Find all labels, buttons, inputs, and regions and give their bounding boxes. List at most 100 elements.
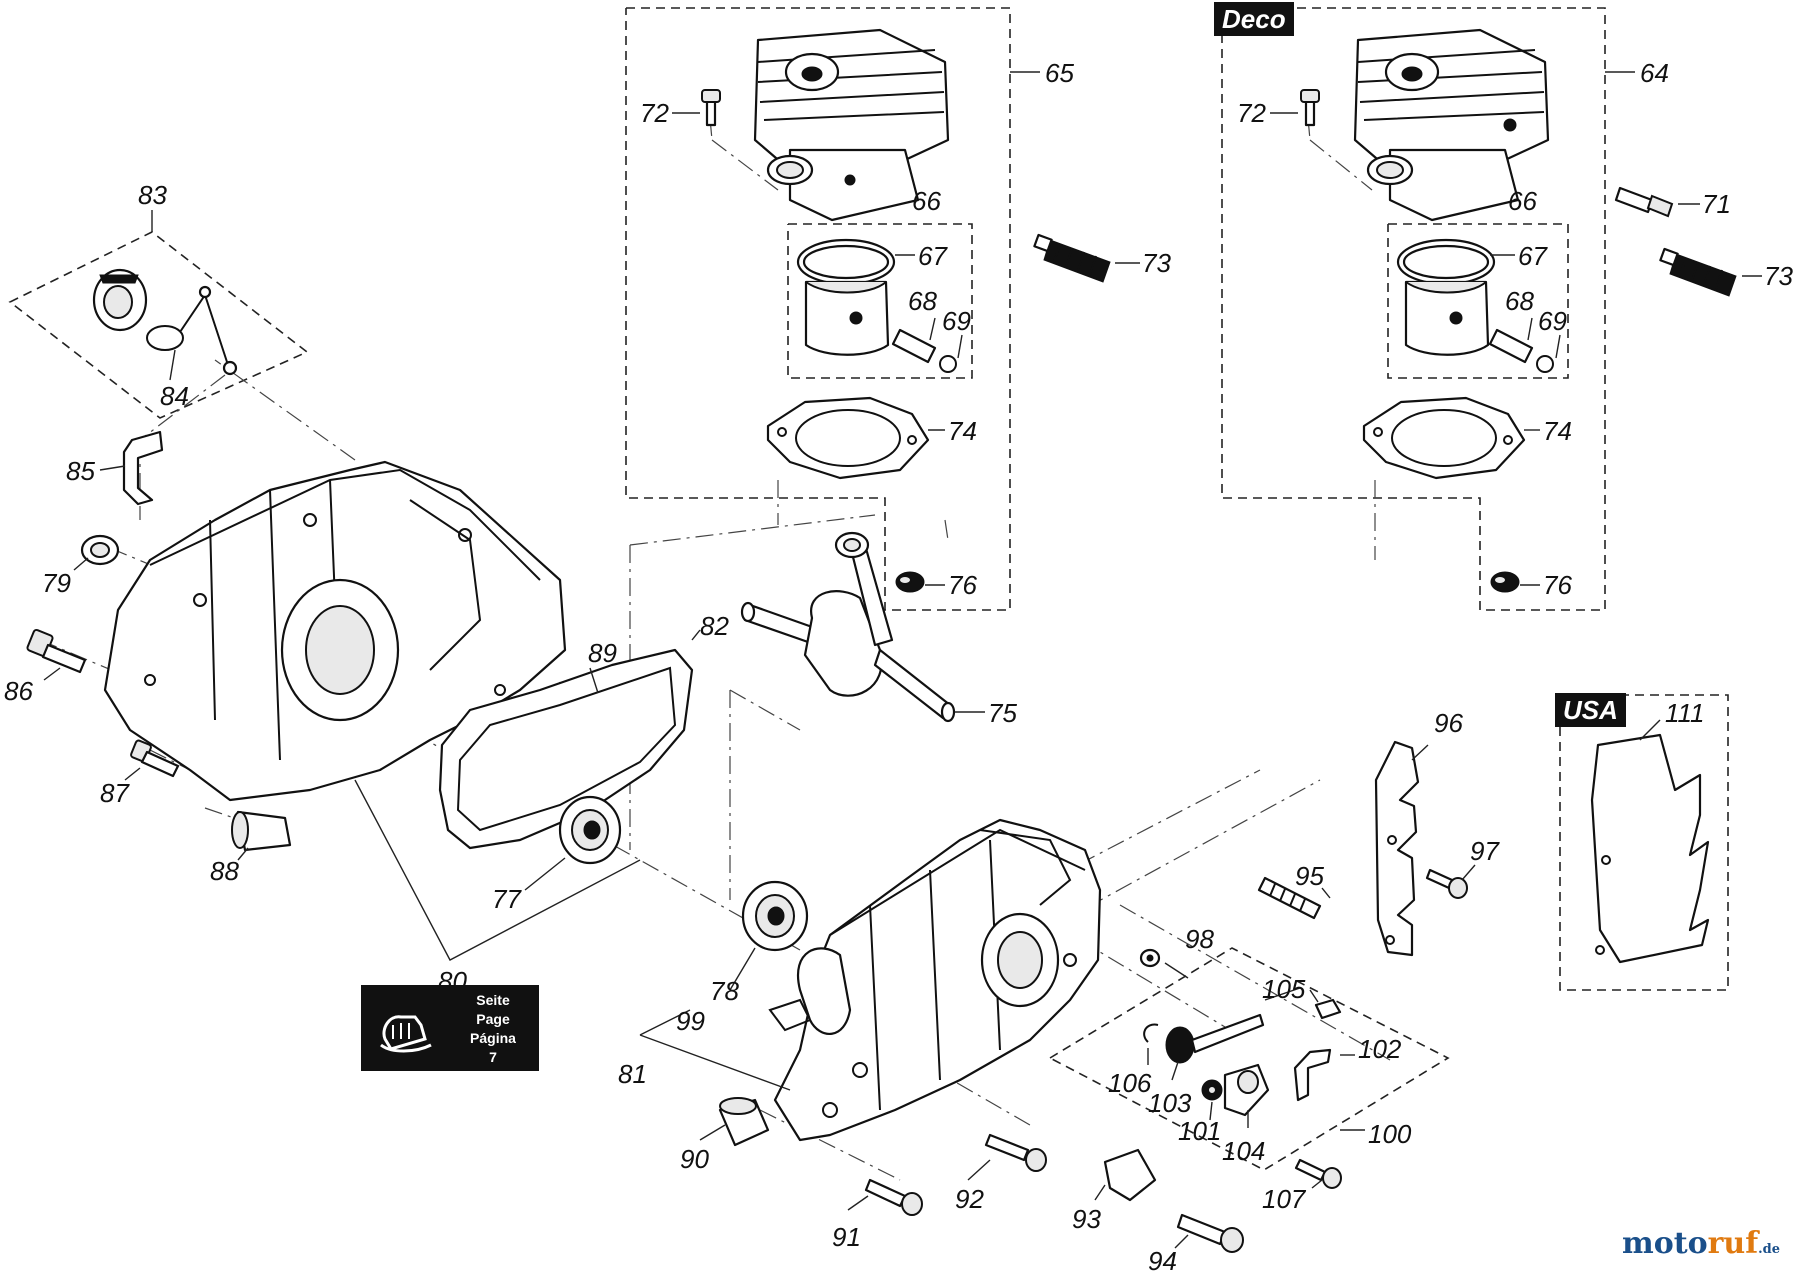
label-65: 65 <box>1045 58 1074 88</box>
piston-67a <box>796 238 896 356</box>
label-107: 107 <box>1262 1184 1307 1214</box>
label-77: 77 <box>492 884 522 914</box>
crankcase-80 <box>103 460 567 802</box>
label-76: 76 <box>1543 570 1572 600</box>
label-97: 97 <box>1470 836 1500 866</box>
bearing-77 <box>558 795 622 865</box>
clip-85 <box>122 430 164 506</box>
leader-lines <box>43 71 1762 1249</box>
part-labels: 65 64 72 72 66 66 67 67 68 68 69 69 71 7… <box>4 58 1793 1275</box>
bolt-87 <box>130 739 180 778</box>
buffer-90 <box>718 1097 770 1147</box>
label-72: 72 <box>640 98 669 128</box>
circlip-69b <box>1536 355 1554 373</box>
label-81: 81 <box>618 1059 647 1089</box>
label-74: 74 <box>1543 416 1572 446</box>
gasket-82 <box>438 648 694 850</box>
screw-91 <box>864 1178 923 1216</box>
label-91: 91 <box>832 1222 861 1252</box>
piston-67b <box>1396 238 1496 356</box>
screw-97 <box>1425 868 1468 899</box>
label-66: 66 <box>912 186 941 216</box>
label-106: 106 <box>1108 1068 1152 1098</box>
label-84: 84 <box>160 381 189 411</box>
ref-line-number: 7 <box>489 1049 497 1065</box>
stud-95 <box>1257 876 1322 920</box>
label-105: 105 <box>1262 974 1306 1004</box>
valve-73a <box>1033 233 1111 283</box>
ref-line-page: Page <box>476 1011 510 1027</box>
manual-page-icon <box>380 1015 432 1053</box>
oil-ring-84 <box>146 285 238 376</box>
label-92: 92 <box>955 1184 984 1214</box>
label-86: 86 <box>4 676 33 706</box>
box-piston-66a <box>787 223 973 379</box>
screw-92 <box>984 1133 1047 1172</box>
label-89: 89 <box>588 638 617 668</box>
screw-72b <box>1300 89 1320 127</box>
label-78: 78 <box>710 976 739 1006</box>
label-73: 73 <box>1764 261 1793 291</box>
label-99: 99 <box>676 1006 705 1036</box>
label-94: 94 <box>1148 1246 1177 1275</box>
spike-96 <box>1374 740 1420 957</box>
box-oilpump-100 <box>1048 947 1450 1171</box>
page-reference-text: Seite Page Página 7 <box>453 991 533 1067</box>
cap-88 <box>231 810 292 852</box>
label-93: 93 <box>1072 1204 1101 1234</box>
label-79: 79 <box>42 568 71 598</box>
label-101: 101 <box>1178 1116 1221 1146</box>
label-102: 102 <box>1358 1034 1402 1064</box>
cover-93 <box>1103 1148 1157 1202</box>
spring-105 <box>1314 998 1342 1020</box>
crankshaft-75 <box>740 531 956 723</box>
usa-tag: USA <box>1555 693 1626 727</box>
box-oilcap-83 <box>8 231 309 419</box>
screw-94 <box>1176 1213 1244 1253</box>
label-73: 73 <box>1142 248 1171 278</box>
ref-line-pagina: Página <box>470 1030 516 1046</box>
plug-71 <box>1614 186 1674 218</box>
label-72: 72 <box>1237 98 1266 128</box>
gear-103 <box>1165 1013 1265 1064</box>
label-95: 95 <box>1295 861 1324 891</box>
pump-104 <box>1223 1063 1270 1117</box>
label-64: 64 <box>1640 58 1669 88</box>
cylinder-64 <box>1353 28 1550 222</box>
bearing-78 <box>741 880 809 952</box>
worm-101 <box>1201 1079 1223 1101</box>
watermark-part2: ruf <box>1707 1226 1759 1261</box>
bolt-86 <box>26 628 87 674</box>
lever-102 <box>1293 1048 1332 1102</box>
cylinder-65 <box>753 28 950 222</box>
label-83: 83 <box>138 180 167 210</box>
label-90: 90 <box>680 1144 709 1174</box>
page-reference-box[interactable]: Seite Page Página 7 <box>361 985 539 1071</box>
label-98: 98 <box>1185 924 1214 954</box>
box-piston-66b <box>1387 223 1569 379</box>
piston-pin-68a <box>891 328 937 364</box>
label-85: 85 <box>66 456 95 486</box>
label-67: 67 <box>918 241 948 271</box>
crankcase-99 <box>768 818 1102 1142</box>
seal-79 <box>80 534 120 566</box>
label-68: 68 <box>908 286 937 316</box>
label-74: 74 <box>948 416 977 446</box>
watermark-part1: moto <box>1621 1226 1708 1261</box>
label-88: 88 <box>210 856 239 886</box>
label-69: 69 <box>1538 306 1567 336</box>
circlip-69a <box>939 355 957 373</box>
ref-line-seite: Seite <box>476 992 510 1008</box>
label-75: 75 <box>988 698 1017 728</box>
oil-cap-83 <box>92 268 148 332</box>
label-111: 111 <box>1665 698 1705 728</box>
bearing-76b <box>1490 571 1520 593</box>
screw-72a <box>701 89 721 127</box>
label-76: 76 <box>948 570 977 600</box>
piston-pin-68b <box>1488 328 1534 364</box>
sleeve-98 <box>1139 948 1161 968</box>
deco-tag: Deco <box>1214 2 1294 36</box>
box-cylinder-65 <box>625 7 1011 611</box>
valve-73b <box>1659 247 1737 297</box>
label-104: 104 <box>1222 1136 1265 1166</box>
